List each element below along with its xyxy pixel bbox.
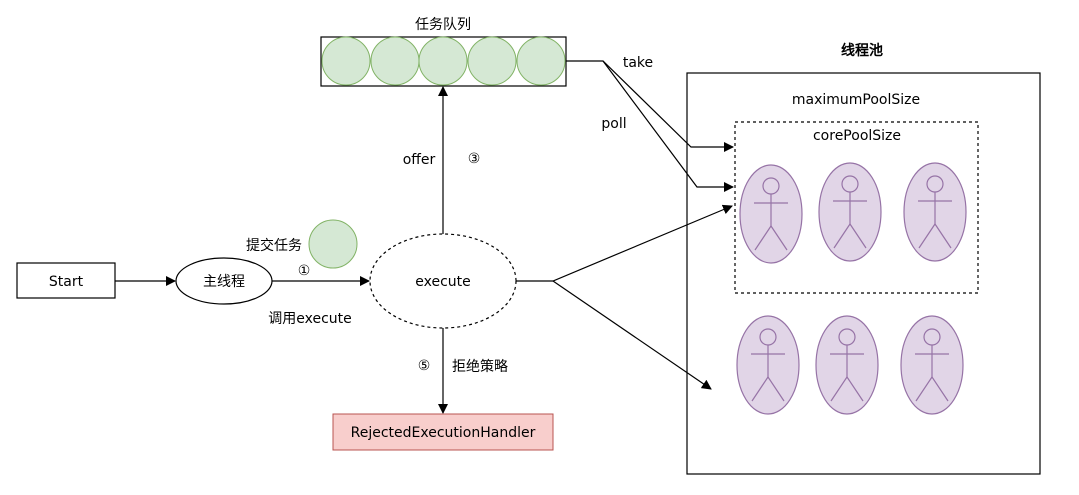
take-connector: [566, 60, 734, 152]
thread-pool-title: 线程池: [841, 42, 883, 59]
take-label: take: [623, 55, 653, 71]
call-execute-label: 调用execute: [268, 311, 352, 327]
task-circle-icon: [467, 36, 517, 86]
worker-thread-icon: [815, 315, 879, 415]
worker-thread-icon: [903, 162, 967, 262]
start-box: [16, 262, 116, 299]
worker-thread-icon: [739, 164, 803, 264]
core-pool-size-label: corePoolSize: [813, 128, 901, 144]
task-queue-title: 任务队列: [415, 17, 471, 33]
worker-thread-icon: [900, 315, 964, 415]
worker-threads: [736, 162, 967, 415]
maximum-pool-size-label: maximumPoolSize: [792, 92, 920, 108]
main-thread-label: 主线程: [203, 274, 245, 290]
poll-label: poll: [601, 116, 626, 132]
submitted-task-icon: [308, 219, 358, 269]
step-five-label: ⑤: [418, 358, 431, 374]
worker-thread-icon: [818, 162, 882, 262]
rejected-handler-label: RejectedExecutionHandler: [351, 425, 536, 441]
task-circle-icon: [516, 36, 566, 86]
rejected-handler-box: [332, 413, 554, 451]
queue-tasks: [321, 36, 566, 86]
core-pool-box: [734, 121, 979, 294]
reject-policy-label: 拒绝策略: [452, 358, 508, 375]
task-circle-icon: [418, 36, 468, 86]
task-circle-icon: [321, 36, 371, 86]
start-label: Start: [49, 274, 84, 290]
step-one-label: ①: [298, 263, 311, 279]
step-three-label: ③: [468, 151, 481, 167]
offer-label: offer: [403, 152, 436, 168]
execute-to-max-connector: [552, 280, 712, 390]
worker-thread-icon: [736, 315, 800, 415]
submit-task-label: 提交任务: [246, 237, 302, 254]
poll-connector: [602, 60, 734, 192]
execute-label: execute: [415, 274, 471, 290]
task-circle-icon: [370, 36, 420, 86]
